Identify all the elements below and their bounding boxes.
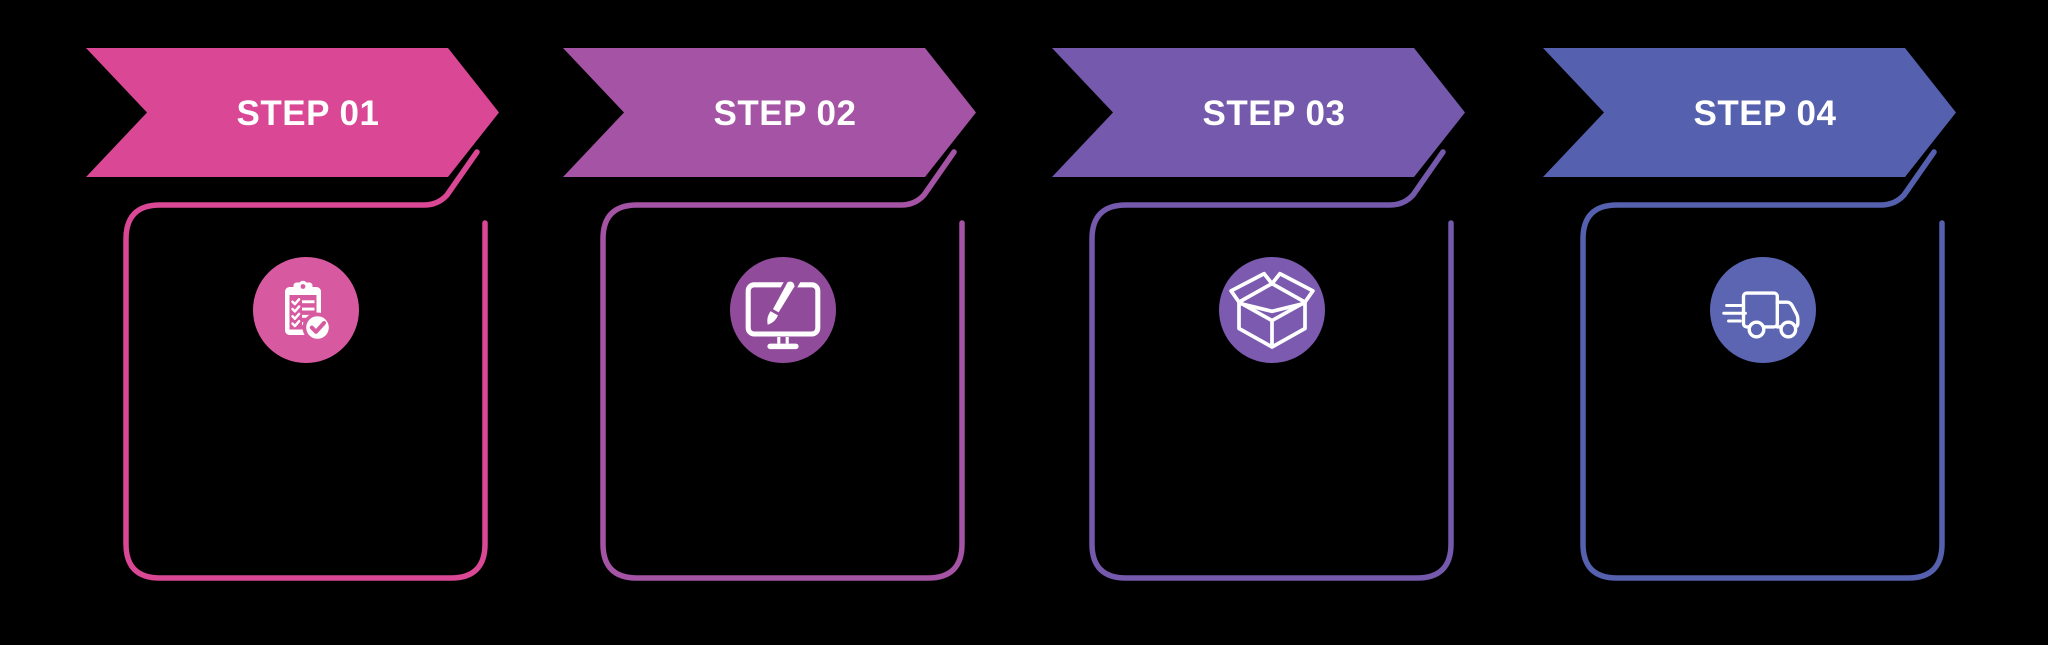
step-2-label: STEP 02	[714, 94, 857, 133]
open-box-icon	[1229, 271, 1315, 349]
step-1-group: STEP 01	[86, 48, 499, 581]
delivery-truck-icon	[1722, 291, 1800, 339]
step-4-group: STEP 04	[1543, 48, 1956, 581]
step-4-arrow-banner	[1543, 48, 1956, 177]
step-2-arrow-banner	[563, 48, 976, 177]
step-4-card-outline	[1580, 149, 1945, 581]
step-2-group: STEP 02	[563, 48, 976, 581]
step-2-card-outline	[600, 149, 965, 581]
step-4-label: STEP 04	[1694, 94, 1837, 133]
step-1-arrow-banner	[86, 48, 499, 177]
step-3-label: STEP 03	[1203, 94, 1346, 133]
step-3-group: STEP 03	[1052, 48, 1465, 581]
monitor-paintbrush-icon	[745, 268, 821, 350]
step-3-card-outline	[1089, 149, 1454, 581]
step-4-icon-circle	[1710, 257, 1816, 363]
step-1-card-outline	[123, 149, 488, 581]
step-1-label: STEP 01	[237, 94, 380, 133]
step-3-arrow-banner	[1052, 48, 1465, 177]
clipboard-checklist-icon	[285, 280, 333, 343]
